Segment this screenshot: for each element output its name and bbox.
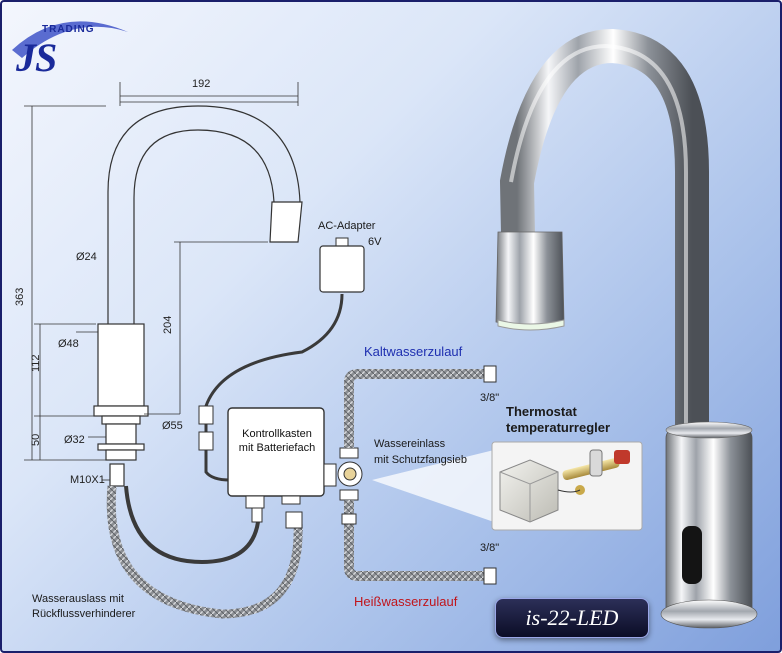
- faucet-photo: [495, 28, 758, 629]
- thermostat-label: Thermostat temperaturregler: [506, 404, 610, 436]
- outlet-hose: [106, 485, 303, 619]
- faucet-outline: [93, 105, 303, 487]
- outlet-line2: Rückflussverhinderer: [32, 608, 136, 620]
- inlet-label: Wassereinlass mit Schutzfangsieb: [374, 436, 467, 468]
- cold-hose: [344, 369, 484, 448]
- dim-body-height: 112: [30, 354, 42, 372]
- logo-swoosh: [12, 21, 128, 58]
- cold-supply-label: Kaltwasserzulauf: [364, 344, 463, 359]
- adapter-cable: [204, 293, 344, 482]
- logo-subtext: TRADING: [42, 24, 95, 35]
- dim-total-height: 363: [14, 287, 26, 306]
- outlet-line1: Wasserauslass mit: [32, 593, 124, 605]
- thermostat-photo: [491, 441, 643, 531]
- inlet-line2: mit Schutzfangsieb: [374, 454, 467, 466]
- dimension-lines: [24, 82, 299, 481]
- thermostat-line2: temperaturregler: [506, 420, 611, 435]
- ac-adapter-drawing: [319, 237, 365, 293]
- dim-body-diameter: Ø48: [58, 338, 79, 350]
- hot-fitting: [483, 567, 497, 585]
- dim-spout-height: 204: [162, 315, 174, 334]
- dim-base-height: 50: [30, 433, 42, 446]
- callout-pointer: [372, 450, 494, 522]
- thermostat-line1: Thermostat: [506, 404, 577, 419]
- dim-thread: M10X1: [70, 474, 105, 486]
- cold-fitting: [483, 365, 497, 383]
- cable-connector-2: [198, 431, 214, 451]
- adapter-label: AC-Adapter: [318, 220, 376, 232]
- hot-hose: [344, 500, 484, 581]
- hot-supply-label: Heißwasserzulauf: [354, 594, 458, 609]
- control-box-line1: Kontrollkasten: [242, 428, 312, 440]
- control-box-line2: mit Batteriefach: [238, 442, 316, 454]
- control-box-drawing: [227, 407, 363, 529]
- dim-spout-diameter: Ø24: [76, 251, 97, 263]
- hot-size-label: 3/8": [480, 542, 500, 554]
- control-box-label: Kontrollkasten mit Batteriefach: [234, 427, 320, 455]
- inlet-line1: Wassereinlass: [374, 438, 446, 450]
- model-badge: is-22-LED: [495, 598, 649, 638]
- cold-size-label: 3/8": [480, 392, 500, 404]
- adapter-voltage: 6V: [368, 236, 382, 248]
- cable-connector: [198, 405, 214, 425]
- dim-shank-diameter: Ø32: [64, 434, 85, 446]
- sensor-cable: [124, 485, 260, 565]
- sensor-window: [682, 526, 702, 584]
- outlet-label: Wasserauslass mit Rückflussverhinderer: [32, 592, 135, 622]
- logo: JS: [16, 35, 57, 80]
- dim-width-top: 192: [192, 78, 211, 90]
- dim-base-diameter: Ø55: [162, 420, 183, 432]
